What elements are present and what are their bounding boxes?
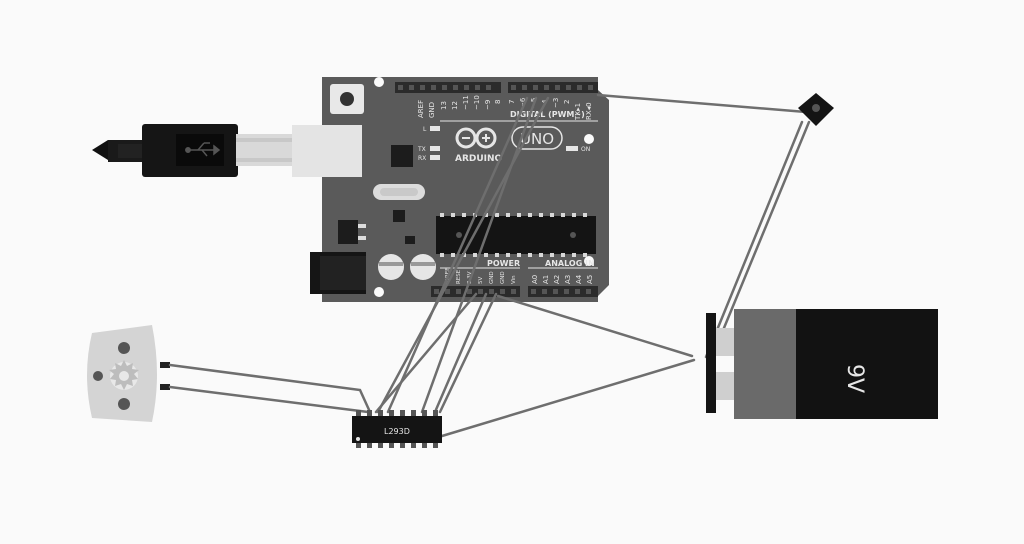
- pin-label: 13: [440, 101, 448, 110]
- wire: [433, 292, 488, 414]
- pin-label: 5V: [478, 277, 484, 284]
- pin-label: 2: [563, 100, 571, 104]
- battery-9v[interactable]: 9V: [706, 309, 938, 419]
- led-rx: [430, 155, 440, 160]
- pin-label: Vin: [511, 275, 517, 284]
- pin-label: GND: [489, 271, 495, 284]
- motor-gear-icon: [109, 360, 139, 390]
- led-on-label: ON: [581, 146, 590, 153]
- led-tx: [430, 146, 440, 151]
- l293d-driver-chip[interactable]: L293D: [352, 410, 442, 448]
- capacitor: [378, 254, 404, 280]
- mounting-hole: [584, 256, 594, 266]
- wire: [440, 358, 696, 438]
- mounting-hole: [374, 287, 384, 297]
- wire: [168, 385, 370, 414]
- mounting-hole: [374, 77, 384, 87]
- usb-symbol-icon: [185, 142, 221, 157]
- wire: [438, 292, 498, 414]
- pin-label: GND: [500, 271, 506, 284]
- pin-label: 8: [494, 100, 502, 104]
- wire: [420, 96, 538, 414]
- wire: [496, 294, 694, 358]
- pin-label: A1: [542, 275, 550, 284]
- pin-label: A0: [531, 275, 539, 284]
- pin-label: ~6: [519, 97, 527, 108]
- pin-label: RX◂0: [585, 102, 593, 120]
- digital-header-right: [508, 82, 598, 93]
- pin-label: AREF: [417, 100, 425, 118]
- pin-label: A4: [575, 274, 583, 284]
- wire: [168, 363, 372, 414]
- usb-controller-chip: [391, 145, 413, 167]
- led-l: [430, 126, 440, 131]
- pin-label: RESET: [456, 266, 462, 284]
- arduino-uno-board[interactable]: AREF GND 13 12 ~11 ~10 ~9 8 7 ~6 ~5 4 ~3…: [292, 77, 609, 302]
- wire: [376, 96, 550, 414]
- wire: [374, 292, 478, 414]
- pin-label: ~3: [552, 98, 560, 108]
- mounting-hole: [584, 134, 594, 144]
- arduino-brand: ARDUINO: [455, 154, 503, 164]
- capacitor: [410, 254, 436, 280]
- analog-header-label: ANALOG IN: [545, 259, 595, 268]
- l293d-label: L293D: [384, 427, 410, 436]
- wire: [386, 96, 529, 414]
- led-tx-label: TX: [417, 146, 426, 153]
- pin-label: TX▸1: [574, 103, 582, 121]
- ir-receiver[interactable]: [798, 93, 834, 126]
- voltage-regulator: [338, 220, 358, 244]
- atmega-chip: [436, 216, 596, 254]
- pin-label: A5: [586, 275, 594, 284]
- pin-label: 12: [451, 101, 459, 110]
- wire: [710, 120, 811, 359]
- usb-cable: [92, 124, 292, 177]
- led-l-label: L: [423, 126, 427, 133]
- usb-port: [292, 125, 362, 177]
- battery-label: 9V: [842, 364, 867, 393]
- pin-label: A3: [564, 275, 572, 284]
- power-header-label: POWER: [487, 259, 520, 268]
- led-rx-label: RX: [418, 155, 426, 162]
- dc-motor[interactable]: [87, 325, 170, 422]
- wire: [596, 93, 808, 114]
- digital-header-left: [395, 82, 501, 93]
- pin-label: GND: [428, 102, 436, 118]
- analog-header: [528, 286, 598, 297]
- pin-label: ~10: [473, 95, 481, 110]
- arduino-logo-icon: [455, 127, 497, 149]
- pin-label: 7: [508, 100, 516, 104]
- wire: [704, 120, 804, 359]
- digital-header-label: DIGITAL (PWM~): [510, 110, 585, 119]
- led-on: [566, 146, 578, 151]
- pin-label: A2: [553, 275, 561, 284]
- pin-label: ~9: [484, 100, 492, 110]
- power-header: [431, 286, 520, 297]
- pin-label: ~11: [462, 95, 470, 110]
- wires: [168, 93, 811, 438]
